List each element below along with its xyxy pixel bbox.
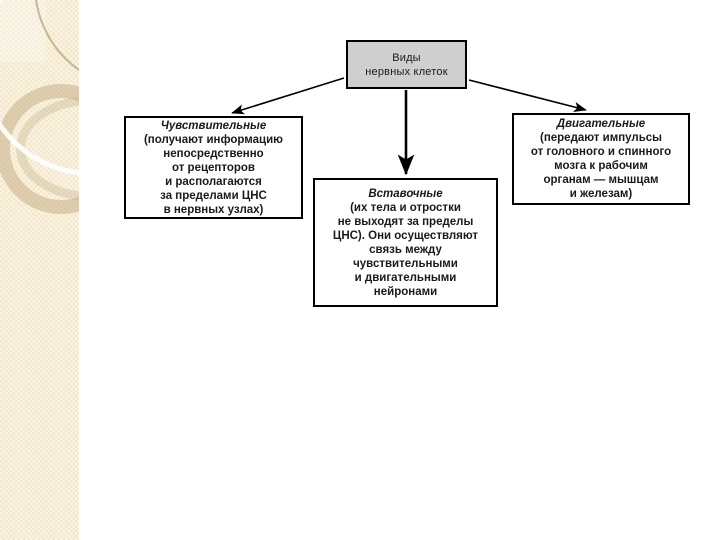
- node-sensory-line-0: (получают информацию: [143, 133, 284, 146]
- node-motor-line-1: от головного и спинного: [530, 146, 672, 158]
- node-interneurons[interactable]: Вставочные (их тела и отростки не выходя…: [313, 178, 498, 307]
- decorative-left-band: [0, 0, 79, 540]
- node-root-types-of-nerve-cells[interactable]: Виды нервных клеток: [346, 40, 467, 89]
- node-interneuron-line-1: не выходят за пределы: [337, 215, 474, 228]
- node-sensory-title: Чувствительные: [160, 119, 267, 132]
- connector-root-to-sensory: [231, 77, 345, 115]
- node-sensory-line-1: непосредственно: [163, 147, 264, 160]
- node-interneuron-line-3: связь между: [369, 243, 442, 256]
- node-motor-line-4: и железам): [569, 188, 633, 200]
- node-motor-line-3: органам — мышцам: [543, 174, 659, 186]
- node-sensory-line-2: от рецепторов: [171, 161, 256, 174]
- node-sensory-line-5: в нервных узлах): [163, 203, 264, 216]
- node-motor-title: Двигательные: [556, 118, 646, 130]
- node-interneuron-line-4: чувствительными: [353, 257, 458, 270]
- connector-root-to-motor: [468, 79, 587, 112]
- node-root-line-1: нервных клеток: [365, 65, 448, 78]
- node-interneuron-line-0: (их тела и отростки: [350, 201, 461, 214]
- node-sensory-neurons[interactable]: Чувствительные (получают информацию непо…: [124, 116, 303, 219]
- node-sensory-line-4: за пределами ЦНС: [160, 189, 267, 202]
- node-interneuron-line-2: ЦНС). Они осуществляют: [332, 229, 479, 242]
- node-interneuron-line-6: нейронами: [373, 285, 438, 298]
- node-root-line-0: Виды: [392, 51, 421, 64]
- node-interneuron-title: Вставочные: [368, 187, 443, 200]
- node-motor-neurons[interactable]: Двигательные (передают импульсы от голов…: [512, 113, 690, 205]
- node-motor-line-0: (передают импульсы: [539, 132, 662, 144]
- node-sensory-line-3: и располагаются: [165, 175, 262, 188]
- node-interneuron-line-5: и двигательными: [354, 271, 457, 284]
- node-motor-line-2: мозга к рабочим: [554, 160, 648, 172]
